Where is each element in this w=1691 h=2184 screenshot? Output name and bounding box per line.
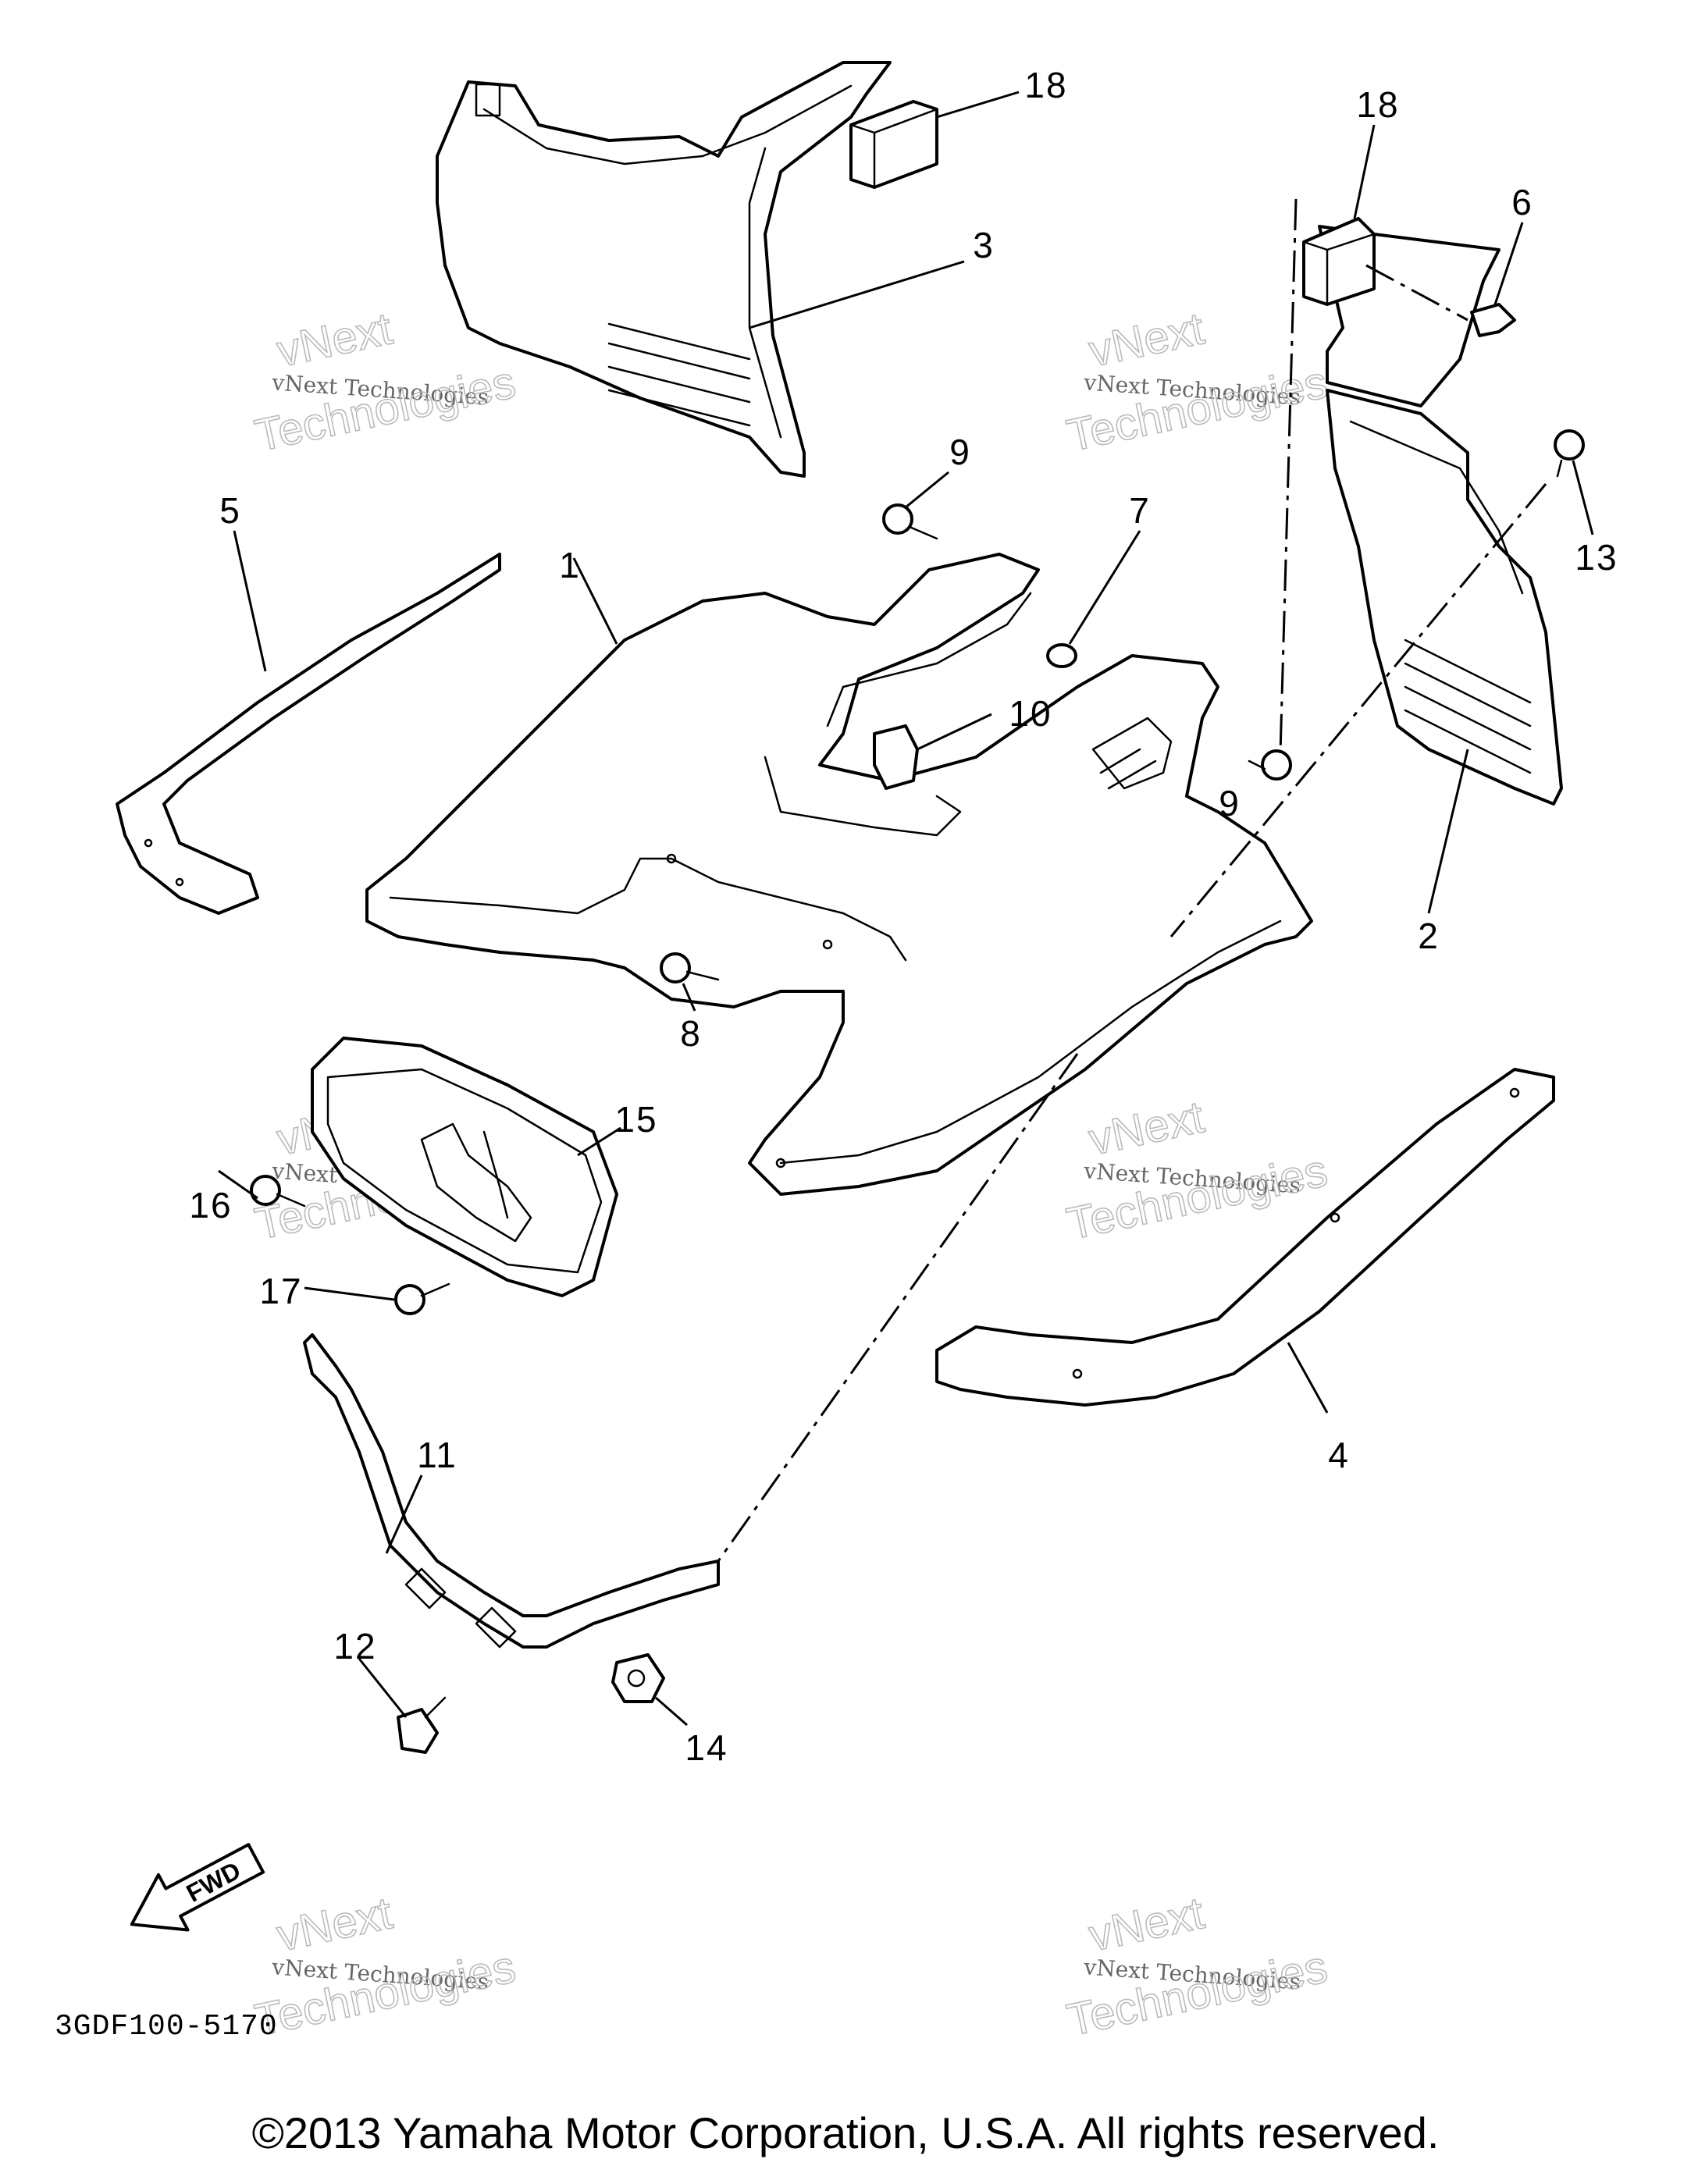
label-2: 2 xyxy=(1418,916,1440,956)
leader-11 xyxy=(385,1474,423,1554)
centerline-lower xyxy=(717,1053,1079,1562)
leader-3 xyxy=(749,260,965,329)
leader-8 xyxy=(682,983,696,1012)
part-9-screw-lower xyxy=(1248,749,1292,781)
centerline-right xyxy=(1169,483,1547,937)
svg-text:vNext: vNext xyxy=(1084,303,1209,376)
label-9-upper: 9 xyxy=(949,432,971,472)
part-18-rubber-block-right xyxy=(1302,217,1376,306)
part-2-right-side-cover xyxy=(1318,225,1563,806)
fwd-arrow-icon: FWD xyxy=(130,1843,265,1932)
part-15-headlight-housing xyxy=(311,1037,618,1297)
leader-18-right xyxy=(1353,124,1376,219)
label-11: 11 xyxy=(417,1435,457,1475)
part-18-rubber-block-left xyxy=(849,100,938,189)
part-9-screw-upper xyxy=(882,503,938,540)
leader-2 xyxy=(1427,749,1469,914)
label-5: 5 xyxy=(219,490,241,531)
leader-14 xyxy=(655,1696,688,1727)
svg-text:vNext: vNext xyxy=(272,303,397,376)
label-18-right: 18 xyxy=(1356,84,1399,125)
leader-15 xyxy=(577,1126,621,1157)
part-11-bracket xyxy=(303,1333,720,1649)
part-7-washer xyxy=(1046,643,1077,668)
label-8: 8 xyxy=(680,1013,702,1054)
leader-9-upper xyxy=(905,471,949,509)
label-10: 10 xyxy=(1009,693,1052,734)
label-4: 4 xyxy=(1328,1435,1350,1475)
part-14-nut xyxy=(611,1653,665,1703)
leader-10 xyxy=(917,713,992,751)
leader-12 xyxy=(358,1658,408,1718)
leader-17 xyxy=(304,1286,395,1301)
part-8-screw xyxy=(660,952,720,984)
leader-6 xyxy=(1493,222,1524,305)
label-17: 17 xyxy=(259,1271,302,1311)
watermark-6: vNext vNext Technologies Technologies xyxy=(1062,1887,1332,2047)
label-6: 6 xyxy=(1511,182,1533,222)
leader-4 xyxy=(1287,1342,1329,1414)
label-18-left: 18 xyxy=(1024,65,1067,105)
label-13: 13 xyxy=(1575,537,1618,578)
centerline-bolt6 xyxy=(1365,264,1468,322)
label-3: 3 xyxy=(973,225,995,265)
copyright-notice: ©2013 Yamaha Motor Corporation, U.S.A. A… xyxy=(251,2108,1440,2157)
part-13-bolt xyxy=(1554,429,1585,478)
part-4-right-guard xyxy=(935,1068,1555,1407)
svg-text:vNext: vNext xyxy=(1084,1887,1209,1961)
part-3-left-side-cover xyxy=(436,61,892,478)
label-14: 14 xyxy=(685,1727,728,1768)
label-9-lower: 9 xyxy=(1219,783,1241,823)
part-10-fastener xyxy=(873,724,919,790)
svg-text:vNext: vNext xyxy=(1084,1091,1209,1165)
part-16-screw xyxy=(250,1175,306,1208)
label-1: 1 xyxy=(559,545,581,585)
label-16: 16 xyxy=(189,1185,232,1225)
centerline-left xyxy=(1279,198,1298,754)
svg-text:vNext: vNext xyxy=(272,1887,397,1961)
label-15: 15 xyxy=(614,1099,657,1140)
leader-1 xyxy=(572,557,618,645)
watermark-5: vNext vNext Technologies Technologies xyxy=(250,1887,520,2047)
diagram-code: 3GDF100-5170 xyxy=(55,2010,278,2043)
leader-16 xyxy=(218,1169,258,1200)
label-7: 7 xyxy=(1129,490,1151,531)
label-12: 12 xyxy=(333,1626,376,1666)
leader-13 xyxy=(1572,460,1594,535)
part-6-bolt xyxy=(1470,303,1516,337)
leader-5 xyxy=(233,530,267,672)
leader-18-left xyxy=(936,91,1020,119)
watermark-4: vNext vNext Technologies Technologies xyxy=(1062,1091,1332,1250)
part-1-main-fender xyxy=(365,553,1313,1196)
leader-7 xyxy=(1068,530,1141,645)
part-12-bolt xyxy=(397,1696,447,1754)
part-5-left-guard xyxy=(116,553,501,915)
part-17-screw xyxy=(394,1282,450,1315)
